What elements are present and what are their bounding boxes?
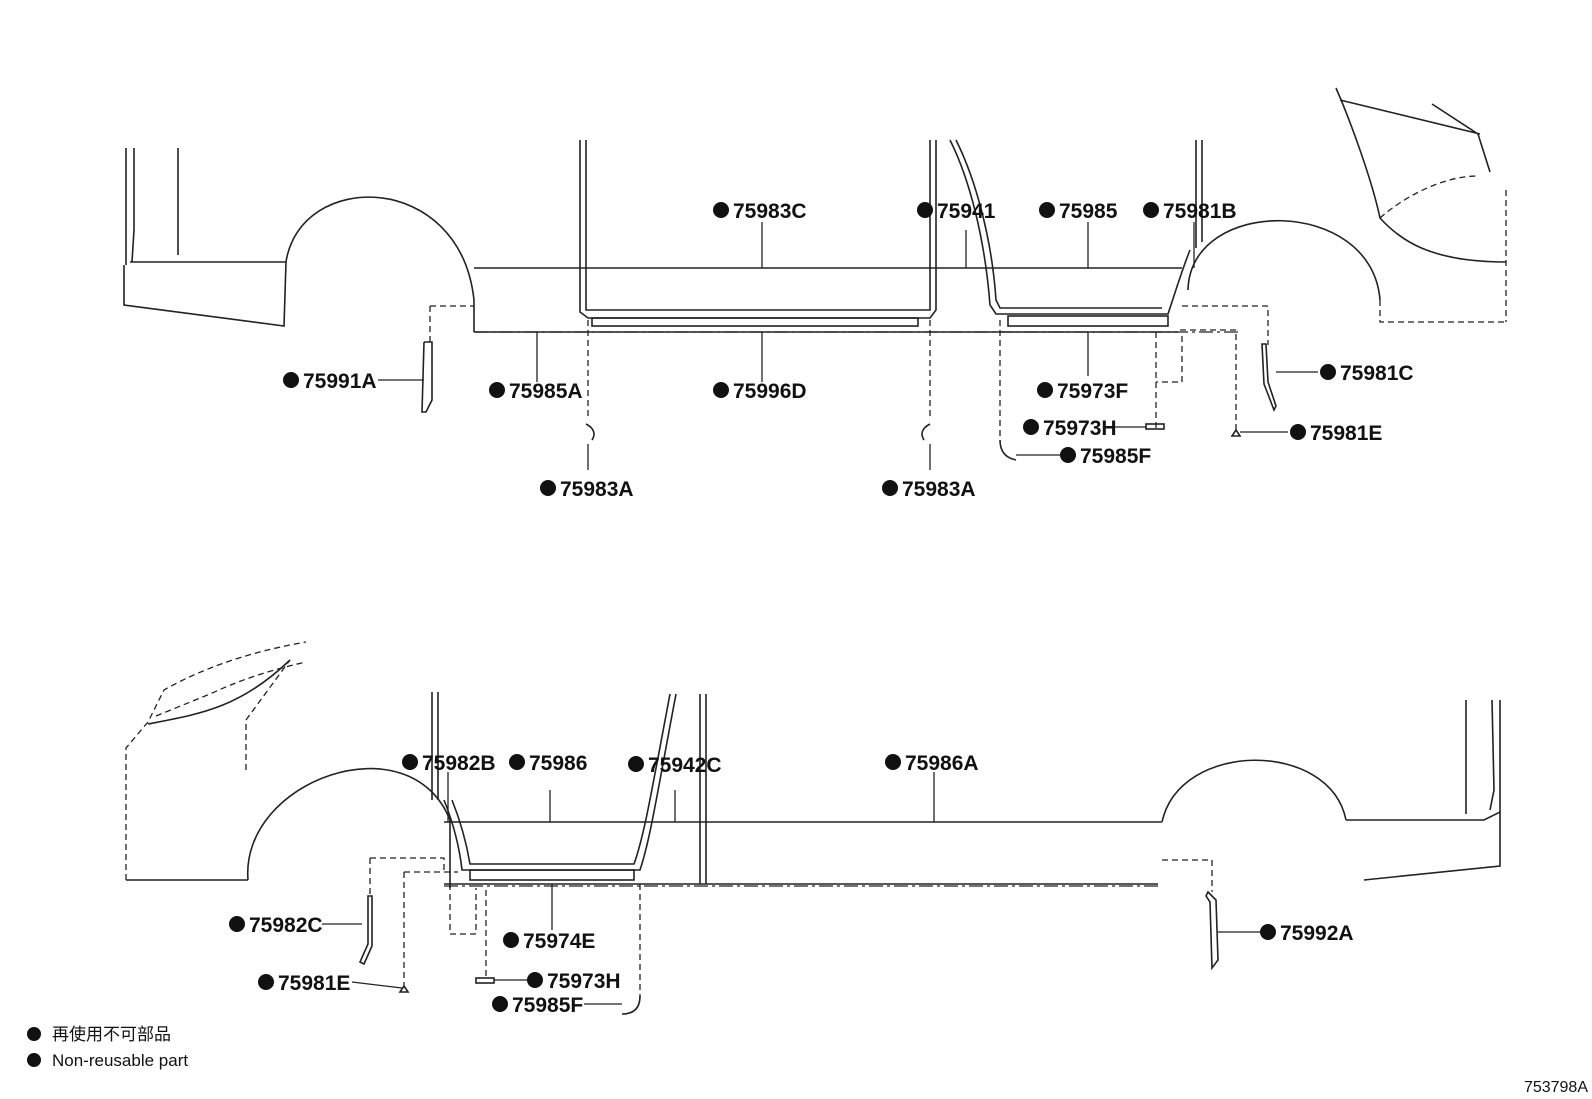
part-label-75985F: 75985F (1060, 445, 1151, 468)
non-reusable-dot-icon (229, 916, 245, 932)
part-number: 75974E (523, 930, 595, 953)
non-reusable-dot-icon (27, 1053, 41, 1067)
part-label-75973F: 75973F (1037, 380, 1128, 403)
part-label-75981B: 75981B (1143, 200, 1237, 223)
bottom-small-parts (358, 890, 1219, 1015)
bottom-vehicle-outline (125, 641, 1501, 892)
part-label-75983C: 75983C (713, 200, 807, 223)
non-reusable-dot-icon (540, 480, 556, 496)
top-part-labels: 75983C 75941 75985 75981B 75991A 75985A … (283, 200, 1414, 501)
bottom-leader-lines (322, 772, 1262, 1005)
non-reusable-dot-icon (492, 996, 508, 1012)
part-number: 75973F (1057, 380, 1128, 403)
part-number: 75985A (509, 380, 583, 403)
non-reusable-dot-icon (1023, 419, 1039, 435)
part-number: 75985F (1080, 445, 1151, 468)
legend-japanese: 再使用不可部品 (52, 1024, 171, 1044)
part-number: 75985 (1059, 200, 1118, 223)
part-label-75996D: 75996D (713, 380, 807, 403)
part-label-75992A: 75992A (1260, 922, 1354, 945)
part-number: 75991A (303, 370, 377, 393)
non-reusable-dot-icon (628, 756, 644, 772)
part-number: 75981E (1310, 422, 1382, 445)
non-reusable-dot-icon (713, 382, 729, 398)
part-number: 75973H (1043, 417, 1117, 440)
part-label-75991A: 75991A (283, 370, 377, 393)
part-label-75986: 75986 (509, 752, 587, 775)
top-leader-lines (378, 222, 1318, 470)
part-number: 75986 (529, 752, 587, 775)
part-label-75986A: 75986A (885, 752, 979, 775)
part-number: 75973H (547, 970, 621, 993)
non-reusable-dot-icon (283, 372, 299, 388)
non-reusable-dot-icon (1290, 424, 1306, 440)
non-reusable-dot-icon (1143, 202, 1159, 218)
non-reusable-dot-icon (402, 754, 418, 770)
non-reusable-dot-icon (27, 1027, 41, 1041)
part-label-75985F: 75985F (492, 994, 583, 1017)
top-dashed-leaders (429, 305, 1269, 440)
part-label-75983A-left: 75983A (540, 478, 634, 501)
non-reusable-dot-icon (258, 974, 274, 990)
non-reusable-dot-icon (503, 932, 519, 948)
legend-english: Non-reusable part (52, 1051, 188, 1070)
non-reusable-dot-icon (1039, 202, 1055, 218)
part-label-75982B: 75982B (402, 752, 496, 775)
legend: 再使用不可部品 Non-reusable part (27, 1024, 188, 1070)
non-reusable-dot-icon (1260, 924, 1276, 940)
part-label-75973H: 75973H (1023, 417, 1117, 440)
diagram-reference-number: 753798A (1524, 1079, 1588, 1096)
non-reusable-dot-icon (885, 754, 901, 770)
part-label-75981E: 75981E (1290, 422, 1382, 445)
non-reusable-dot-icon (713, 202, 729, 218)
non-reusable-dot-icon (1060, 447, 1076, 463)
part-label-75982C: 75982C (229, 914, 323, 937)
part-number: 75983A (902, 478, 976, 501)
part-label-75983A-right: 75983A (882, 478, 976, 501)
non-reusable-dot-icon (917, 202, 933, 218)
part-number: 75981B (1163, 200, 1237, 223)
part-label-75973H: 75973H (527, 970, 621, 993)
non-reusable-dot-icon (1037, 382, 1053, 398)
part-number: 75981C (1340, 362, 1414, 385)
part-number: 75992A (1280, 922, 1354, 945)
bottom-dashed-leaders (369, 857, 1160, 996)
top-small-parts (421, 341, 1277, 461)
part-number: 75983C (733, 200, 807, 223)
non-reusable-dot-icon (527, 972, 543, 988)
top-vehicle-outline (123, 87, 1507, 333)
part-number: 75982C (249, 914, 323, 937)
bottom-part-labels: 75982B 75986 75942C 75986A 75982C 75974E… (229, 752, 1354, 1017)
part-label-75981C: 75981C (1320, 362, 1414, 385)
part-number: 75996D (733, 380, 807, 403)
non-reusable-dot-icon (1320, 364, 1336, 380)
part-number: 75982B (422, 752, 496, 775)
part-label-75985A: 75985A (489, 380, 583, 403)
part-number: 75985F (512, 994, 583, 1017)
part-label-75974E: 75974E (503, 930, 595, 953)
part-label-75985: 75985 (1039, 200, 1118, 223)
part-label-75941: 75941 (917, 200, 996, 223)
part-number: 75983A (560, 478, 634, 501)
non-reusable-dot-icon (882, 480, 898, 496)
non-reusable-dot-icon (509, 754, 525, 770)
part-number: 75981E (278, 972, 350, 995)
part-number: 75941 (937, 200, 996, 223)
non-reusable-dot-icon (489, 382, 505, 398)
part-label-75981E: 75981E (258, 972, 350, 995)
part-label-75942C: 75942C (628, 754, 722, 777)
part-number: 75986A (905, 752, 979, 775)
part-number: 75942C (648, 754, 722, 777)
